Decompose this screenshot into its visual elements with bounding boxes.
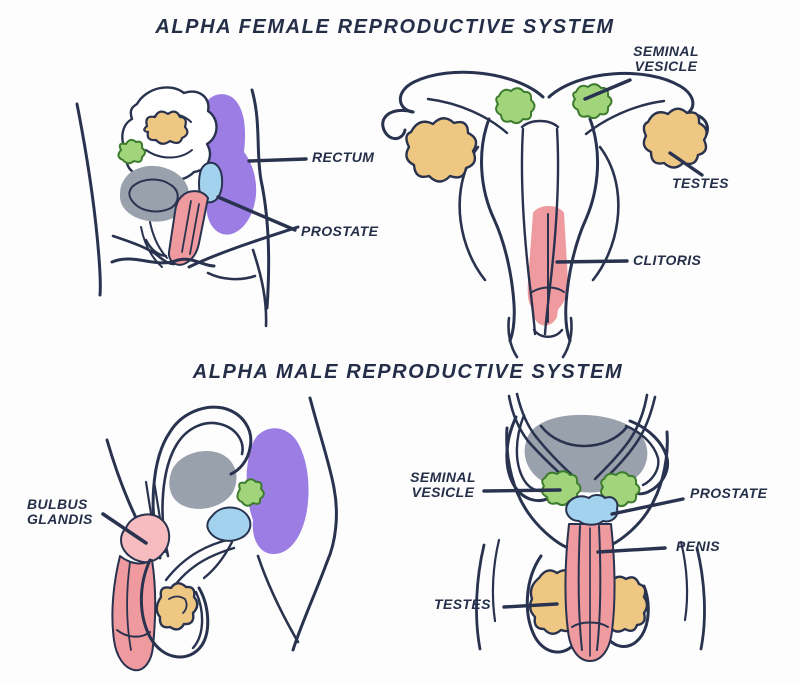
seminal-vesicle-shape [236, 478, 265, 507]
bladder-shape [169, 450, 237, 509]
groin-line-left [475, 543, 486, 651]
clitoris-tip-line [532, 328, 564, 338]
prostate-shape [198, 161, 224, 204]
cord-line [515, 392, 539, 440]
body-back-line [250, 88, 271, 310]
testes-leader-line [668, 151, 704, 177]
seminal-vesicle-left-shape [495, 87, 536, 125]
bladder-arch-line [539, 424, 629, 448]
canal-line-left [520, 127, 537, 336]
male-sagittal-diagram [101, 396, 338, 672]
seminal-vesicle-leader-line [482, 488, 562, 493]
testis-left-shape [405, 117, 478, 183]
fundus-line [520, 119, 560, 129]
abdomen-loop-inner-line [161, 421, 244, 558]
penis-inner-line [126, 561, 132, 651]
vaginal-canal-line [140, 226, 163, 268]
buttock-line [291, 560, 329, 652]
testis-inner-line [168, 595, 188, 614]
testes-label-female: TESTES [672, 175, 729, 191]
testes-label-male: TESTES [434, 596, 491, 612]
tube-inner-line-left [426, 97, 509, 135]
prostate-shape [565, 494, 619, 526]
testis-shape [155, 582, 199, 631]
leg-line-right [561, 316, 573, 359]
pelvis-loop-right-inner [624, 424, 660, 487]
prostate-leader-line [610, 497, 685, 516]
perineum-line [202, 540, 234, 580]
testis-right-shape [642, 107, 708, 169]
rectum-shape [246, 428, 309, 555]
penis-ridge-line [577, 525, 583, 651]
groin-line-left-inner [491, 538, 501, 623]
female-frontal-diagram [381, 70, 709, 359]
hip-line-left [505, 426, 568, 549]
penis-shape [111, 555, 157, 672]
labia-line [111, 234, 176, 266]
rectum-leader-line [247, 157, 308, 163]
buttock-line [187, 225, 300, 269]
buttock-inner-line [256, 554, 300, 644]
female-sagittal-diagram [75, 86, 308, 328]
cord-line [627, 393, 649, 443]
uterus-side-right [564, 117, 600, 343]
female-section-title: ALPHA FEMALE REPRODUCTIVE SYSTEM [155, 16, 615, 38]
groin-line-right [695, 546, 706, 651]
hip-line-right [607, 430, 669, 548]
clitoris-inner-line [189, 203, 200, 255]
prostate-shape [206, 506, 252, 542]
cord-cross-line [535, 436, 575, 478]
seminal-vesicle-label-male: SEMINAL VESICLE [410, 469, 476, 500]
clitoris-inner-line [181, 200, 192, 253]
bulbus-glandis-shape [120, 513, 171, 564]
scrotum-inner-line [191, 590, 204, 650]
fallopian-tube-left-curl [381, 109, 415, 140]
rectum-label: RECTUM [312, 149, 375, 165]
clitoris-leader-line [555, 259, 629, 264]
body-front-line [75, 102, 102, 297]
thigh-line [110, 257, 216, 268]
penis-glans-line [571, 621, 609, 628]
prostate-leader-line [216, 195, 297, 232]
thigh-line [206, 271, 257, 281]
cord-cross-line [593, 439, 631, 481]
seminal-vesicle-leader-line [583, 78, 632, 101]
thigh-line [251, 248, 268, 328]
fallopian-tube-right [547, 72, 695, 117]
bulbus-glandis-label: BULBUS GLANDIS [27, 496, 93, 527]
prostate-label-female: PROSTATE [301, 223, 379, 239]
leg-line-left [507, 316, 519, 359]
groin-line-right-inner [679, 540, 689, 622]
clitoris-label: CLITORIS [633, 252, 702, 268]
penis-leader-line [596, 546, 667, 554]
seminal-vesicle-shape [117, 138, 146, 165]
male-section-title: ALPHA MALE REPRODUCTIVE SYSTEM [192, 361, 624, 383]
vaginal-canal-line [149, 221, 168, 259]
canal-line-right [543, 127, 560, 336]
penis-label: PENIS [676, 538, 721, 554]
bladder-inner-line [128, 178, 179, 213]
prostate-label-male: PROSTATE [690, 485, 768, 501]
body-back-line [308, 396, 338, 564]
fallopian-tube-left [398, 70, 545, 114]
hip-flare-right [591, 145, 620, 282]
testes-leader-line [502, 602, 559, 609]
uterus-sketch-line [145, 149, 193, 159]
bulbus-glandis-leader-line [101, 512, 148, 545]
male-frontal-diagram [475, 392, 706, 662]
seminal-vesicle-label-female: SEMINAL VESICLE [633, 43, 699, 74]
cord-line [635, 395, 657, 444]
scrotum-line [139, 558, 210, 659]
penis-ridge-line [596, 525, 602, 651]
uterus-side-left [480, 117, 516, 343]
ovary-shape [143, 110, 189, 145]
